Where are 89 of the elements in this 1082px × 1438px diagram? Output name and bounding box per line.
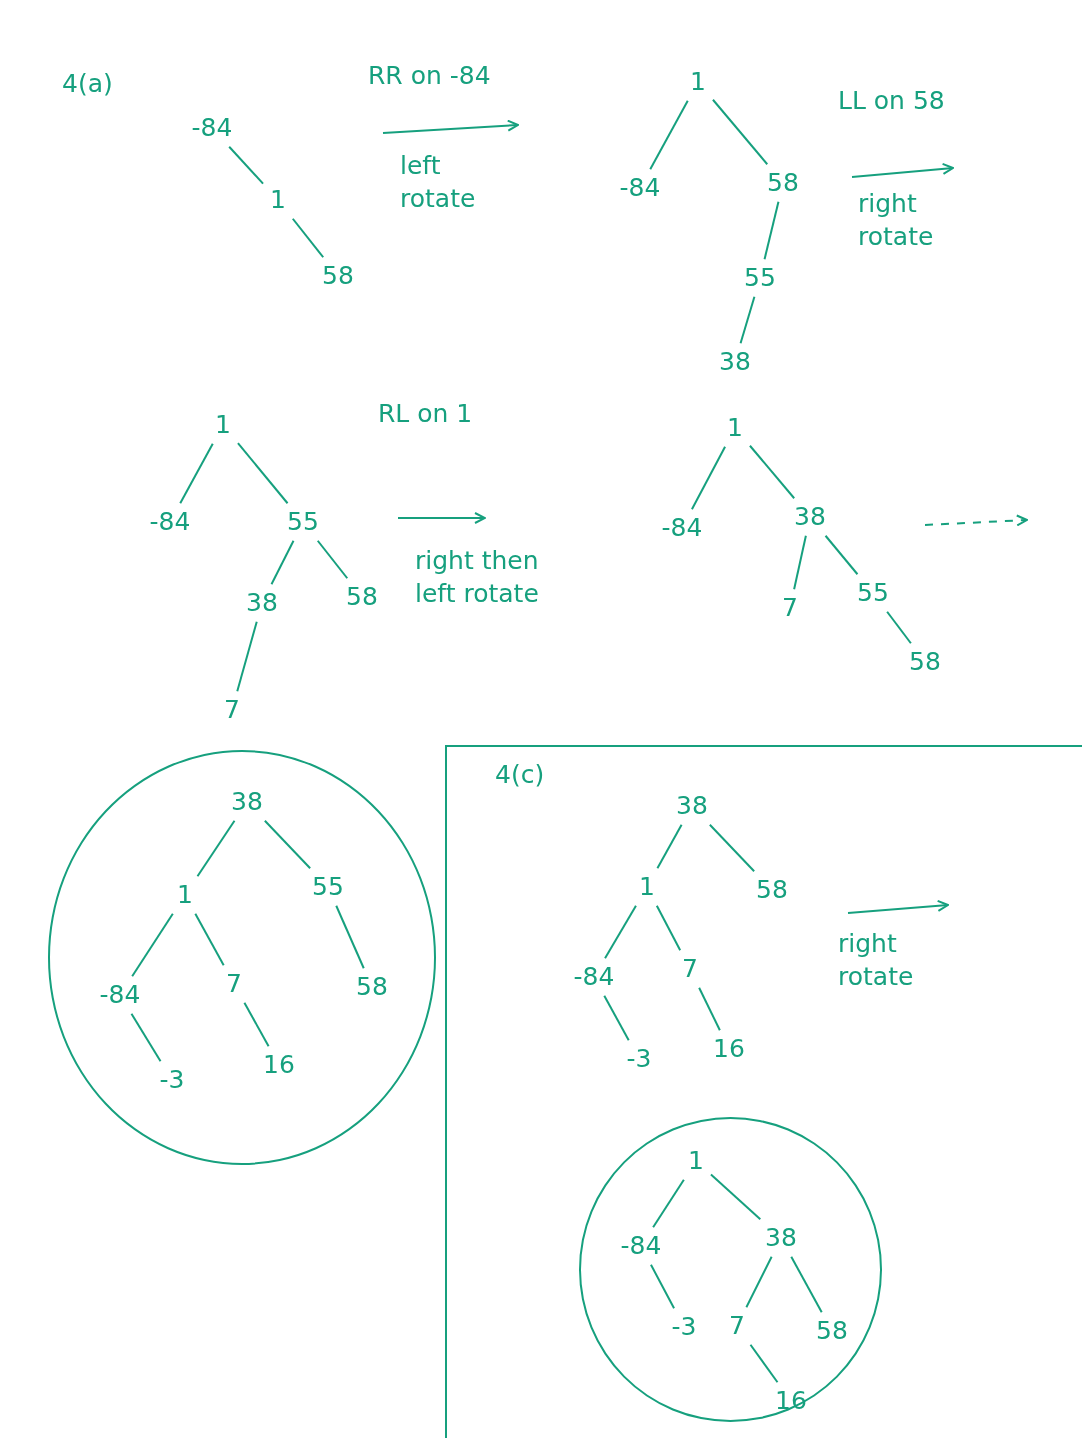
- tree-node-value: -84: [658, 513, 706, 543]
- tree-node-value: -84: [188, 113, 236, 143]
- tree-node-value: 58: [906, 647, 944, 677]
- tree-edge: [652, 1178, 685, 1229]
- tree-edge: [243, 1001, 270, 1048]
- tree-edge: [698, 986, 721, 1032]
- tree-node-value: 58: [813, 1316, 851, 1346]
- tree-node-value: 16: [260, 1050, 298, 1080]
- tree-edge: [739, 295, 756, 345]
- tree-node-value: 1: [212, 410, 234, 440]
- tree-edge: [708, 823, 756, 873]
- annotation-text: right rotate: [838, 928, 915, 993]
- annotation-text: LL on 58: [838, 85, 946, 117]
- tree-edge: [748, 444, 796, 500]
- tree-edge: [649, 1263, 676, 1310]
- tree-node-value: 1: [636, 872, 658, 902]
- tree-node-value: -84: [146, 507, 194, 537]
- tree-edge: [236, 620, 258, 693]
- tree-edge: [656, 823, 683, 870]
- tree-edge: [824, 534, 859, 576]
- tree-node-value: 55: [284, 507, 322, 537]
- tree-node-value: 1: [724, 413, 746, 443]
- tree-node-value: 58: [753, 875, 791, 905]
- tree-edge: [690, 445, 727, 511]
- panel-border: [445, 745, 1082, 1438]
- annotation-text: RR on -84: [368, 60, 492, 92]
- tree-edge: [263, 819, 312, 870]
- tree-node-value: 1: [685, 1146, 707, 1176]
- tree-node-value: -3: [668, 1312, 700, 1342]
- tree-edge: [790, 1255, 823, 1314]
- tree-node-value: -3: [623, 1044, 655, 1074]
- tree-edge: [130, 1012, 162, 1063]
- tree-node-value: -84: [96, 980, 144, 1010]
- tree-node-value: 7: [726, 1311, 748, 1341]
- section-label: 4(c): [495, 759, 545, 791]
- tree-node-value: 7: [779, 593, 801, 623]
- section-label: 4(a): [62, 68, 114, 100]
- annotation-text: right rotate: [858, 188, 935, 253]
- tree-node-value: 7: [679, 954, 701, 984]
- tree-node-value: -84: [570, 962, 618, 992]
- tree-edge: [793, 534, 807, 591]
- tree-edge: [886, 610, 912, 645]
- annotation-text: RL on 1: [378, 398, 474, 430]
- tree-node-value: 58: [319, 261, 357, 291]
- tree-edge: [236, 442, 289, 505]
- tree-node-value: 16: [772, 1386, 810, 1416]
- tree-node-value: 38: [762, 1223, 800, 1253]
- tree-node-value: 16: [710, 1034, 748, 1064]
- tree-node-value: 7: [223, 969, 245, 999]
- tree-node-value: 58: [343, 582, 381, 612]
- annotation-text: left rotate: [400, 150, 477, 215]
- annotation-text: right then left rotate: [415, 545, 540, 610]
- tree-edge: [649, 99, 689, 171]
- tree-edge: [763, 200, 780, 261]
- tree-edge: [194, 912, 225, 967]
- tree-edge: [709, 1173, 762, 1221]
- circle-outline: [48, 750, 436, 1165]
- tree-edge: [291, 217, 325, 259]
- tree-edge: [131, 912, 174, 978]
- tree-edge: [196, 819, 236, 878]
- tree-node-value: 55: [854, 578, 892, 608]
- tree-node-value: -84: [617, 1231, 665, 1261]
- tree-edge: [228, 145, 265, 185]
- tree-node-value: 38: [791, 502, 829, 532]
- tree-edge: [711, 98, 769, 166]
- tree-node-value: 55: [741, 263, 779, 293]
- tree-node-value: 38: [673, 791, 711, 821]
- tree-edge: [335, 904, 365, 970]
- tree-edge: [745, 1255, 773, 1309]
- tree-node-value: -84: [616, 173, 664, 203]
- tree-node-value: 38: [716, 347, 754, 377]
- tree-edge: [316, 539, 349, 580]
- tree-node-value: 7: [221, 695, 243, 725]
- circle-outline: [579, 1117, 882, 1422]
- tree-node-value: 1: [267, 185, 289, 215]
- tree-node-value: 1: [687, 67, 709, 97]
- tree-edge: [603, 994, 630, 1042]
- tree-edge: [604, 904, 637, 960]
- tree-node-value: 58: [353, 972, 391, 1002]
- tree-node-value: 58: [764, 168, 802, 198]
- tree-edge: [270, 539, 295, 586]
- tree-node-value: -3: [156, 1065, 188, 1095]
- tree-node-value: 38: [228, 787, 266, 817]
- tree-node-value: 38: [243, 588, 281, 618]
- tree-edge: [179, 442, 214, 505]
- tree-node-value: 1: [174, 880, 196, 910]
- tree-edge: [749, 1343, 779, 1384]
- tree-edge: [655, 904, 682, 952]
- tree-node-value: 55: [309, 872, 347, 902]
